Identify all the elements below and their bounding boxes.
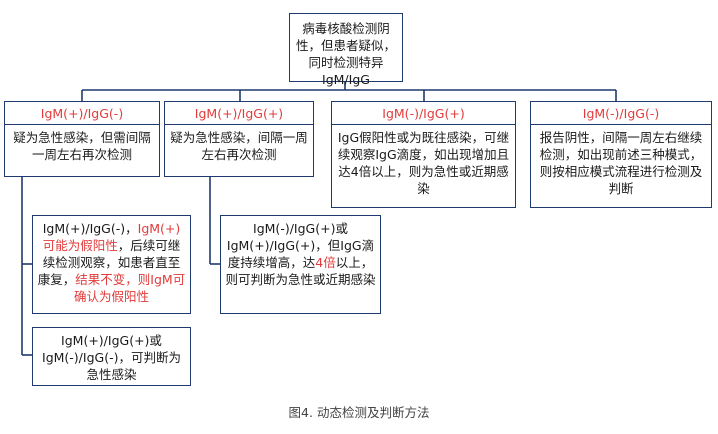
root-box: 病毒核酸检测阴性，但患者疑似，同时检测特异IgM/IgG — [289, 13, 403, 87]
branch-1-body: 疑为急性感染，但需间隔一周左右再次检测 — [13, 130, 151, 163]
branch-box-igm-neg-igg-neg: IgM(-)/IgG(-) 报告阴性，间隔一周左右继续检测，如出现前述三种模式，… — [530, 101, 712, 208]
branch-2-body: 疑为急性感染，间隔一周左右再次检测 — [170, 130, 308, 163]
branch-1-sub-box-2: IgM(+)/IgG(+)或IgM(-)/IgG(-)，可判断为急性感染 — [32, 327, 191, 386]
branch-2-header: IgM(+)/IgG(+) — [194, 106, 284, 121]
branch-3-divider — [332, 124, 515, 126]
figure-caption: 图4. 动态检测及判断方法 — [288, 405, 430, 420]
sub-2-text: IgM(+)/IgG(+)或IgM(-)/IgG(-)，可判断为急性感染 — [42, 333, 181, 382]
sub-3-part-1: IgM(-)/IgG(+)或IgM(+)/IgG(+)，但IgG滴度持续增高，达 — [226, 221, 375, 270]
branch-3-header: IgM(-)/IgG(+) — [382, 106, 465, 121]
branch-4-header: IgM(-)/IgG(-) — [582, 106, 660, 121]
branch-box-igm-neg-igg-pos: IgM(-)/IgG(+) IgG假阳性或为既往感染，可继续观察IgG滴度，如出… — [331, 101, 516, 208]
branch-4-divider — [531, 124, 711, 126]
sub-3-part-2: 4倍 — [315, 255, 336, 270]
branch-box-igm-pos-igg-pos: IgM(+)/IgG(+) 疑为急性感染，间隔一周左右再次检测 — [164, 101, 314, 177]
branch-box-igm-pos-igg-neg: IgM(+)/IgG(-) 疑为急性感染，但需间隔一周左右再次检测 — [4, 101, 160, 177]
branch-3-body: IgG假阳性或为既往感染，可继续观察IgG滴度，如出现增加且达4倍以上，则为急性… — [337, 130, 510, 197]
branch-1-divider — [5, 124, 159, 126]
sub-1-part-2: IgM(+) — [137, 221, 181, 236]
branch-2-divider — [165, 124, 313, 126]
sub-1-part-1: IgM(+)/IgG(-)， — [42, 221, 138, 236]
root-text: 病毒核酸检测阴性，但患者疑似，同时检测特异IgM/IgG — [295, 21, 396, 87]
branch-2-sub-box: IgM(-)/IgG(+)或IgM(+)/IgG(+)，但IgG滴度持续增高，达… — [220, 215, 381, 314]
branch-1-sub-box-1: IgM(+)/IgG(-)，IgM(+) 可能为假阳性，后续可继续检测观察，如患者… — [32, 215, 191, 314]
sub-1-part-5: 结果不变，则IgM可确认为假阳性 — [73, 272, 186, 304]
sub-3-part-3: 以上，则可判断为急性或近期感染 — [225, 255, 376, 287]
sub-1-part-3: 可能为假阳性 — [42, 238, 118, 253]
sub-1-part-4: ，后续可继续检测观察，如患者直至康复， — [37, 238, 181, 287]
branch-1-header: IgM(+)/IgG(-) — [40, 106, 124, 121]
branch-4-body: 报告阴性，间隔一周左右继续检测，如出现前述三种模式，则按相应模式流程进行检测及判… — [539, 130, 703, 197]
